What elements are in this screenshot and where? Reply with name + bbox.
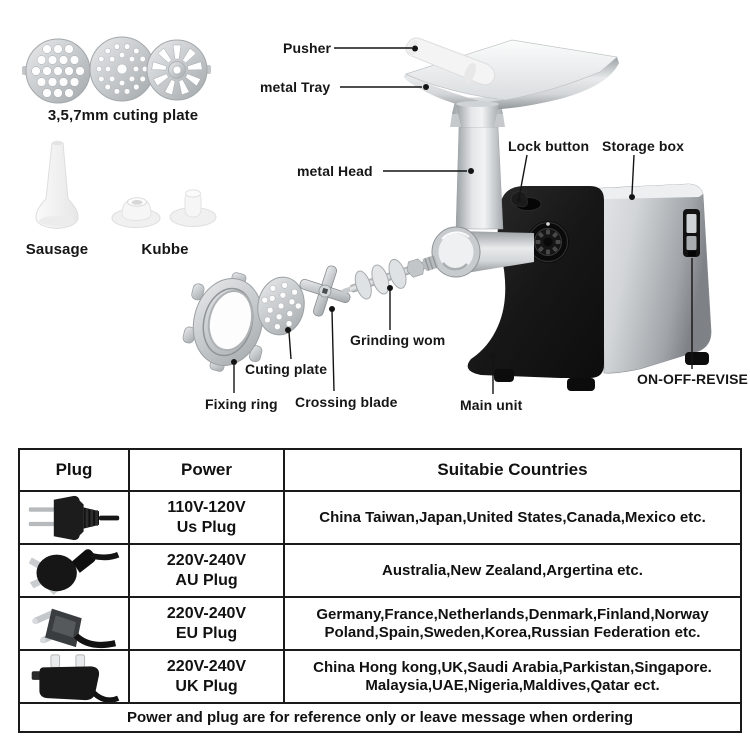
grinder-diagram-art — [22, 36, 712, 394]
power-plug-type: EU Plug — [175, 624, 238, 642]
countries-text: Australia,New Zealand,Argertina etc. — [382, 561, 643, 579]
countries-text: Germany,France,Netherlands,Denmark,Finla… — [316, 605, 709, 623]
grinding-worm-icon — [342, 255, 438, 300]
power-cell: 220V-240V EU Plug — [128, 596, 285, 651]
label-lock-button: Lock button — [508, 138, 590, 154]
leader-lines — [231, 45, 693, 394]
power-plug-type: UK Plug — [175, 677, 238, 695]
label-cuting-plate: Cuting plate — [245, 361, 328, 377]
kubbe-attachment-icon — [111, 189, 217, 228]
header-power: Power — [128, 448, 285, 492]
plug-image-cell — [18, 596, 130, 651]
countries-cell: Australia,New Zealand,Argertina etc. — [283, 543, 742, 598]
label-main-unit: Main unit — [460, 397, 523, 413]
label-on-off-revise: ON-OFF-REVISE — [637, 371, 748, 387]
power-voltage: 220V-240V — [166, 551, 247, 569]
table-row: 220V-240V UK Plug China Hong kong,UK,Sau… — [18, 649, 742, 704]
header-plug: Plug — [18, 448, 130, 492]
table-row: 220V-240V EU Plug Germany,France,Netherl… — [18, 596, 742, 651]
table-header-row: Plug Power Suitabie Countries — [18, 448, 742, 492]
cuting-plate-icon — [257, 276, 305, 336]
us-plug-icon — [28, 495, 120, 540]
power-voltage: 110V-120V — [167, 498, 246, 516]
plug-image-cell — [18, 543, 130, 598]
power-plug-type: Us Plug — [176, 518, 237, 536]
uk-plug-icon — [31, 653, 120, 702]
table-footer-note: Power and plug are for reference only or… — [18, 702, 742, 733]
label-grinding-wom: Grinding wom — [350, 332, 446, 348]
main-unit-icon — [467, 183, 712, 391]
header-suitable-countries: Suitabie Countries — [283, 448, 742, 492]
countries-text: Poland,Spain,Sweden,Korea,Russian Federa… — [324, 623, 701, 641]
head-socket-icon — [527, 221, 569, 263]
countries-text: China Hong kong,UK,Saudi Arabia,Parkista… — [313, 658, 712, 676]
plug-image-cell — [18, 649, 130, 704]
sausage-caption: Sausage — [25, 241, 89, 258]
plates-caption: 3,5,7mm cuting plate — [47, 107, 199, 124]
eu-plug-icon — [32, 608, 117, 648]
countries-text: Malaysia,UAE,Nigeria,Maldives,Qatar ect. — [365, 676, 660, 694]
plug-image-cell — [18, 490, 130, 545]
label-crossing-blade: Crossing blade — [295, 394, 398, 410]
label-metal-head: metal Head — [297, 163, 373, 179]
label-pusher: Pusher — [283, 40, 332, 56]
label-storage-box: Storage box — [602, 138, 685, 154]
countries-text: China Taiwan,Japan,United States,Canada,… — [319, 508, 706, 526]
table-row: 220V-240V AU Plug Australia,New Zealand,… — [18, 543, 742, 598]
au-plug-icon — [28, 548, 120, 595]
countries-cell: Germany,France,Netherlands,Denmark,Finla… — [283, 596, 742, 651]
power-voltage: 220V-240V — [166, 604, 247, 622]
power-cell: 110V-120V Us Plug — [128, 490, 285, 545]
plug-spec-table: Plug Power Suitabie Countries 110V-12 — [18, 448, 742, 733]
crossing-blade-icon — [299, 265, 351, 317]
pusher-icon — [405, 37, 496, 86]
power-switch-icon — [683, 209, 700, 257]
label-fixing-ring: Fixing ring — [205, 396, 278, 412]
power-plug-type: AU Plug — [175, 571, 238, 589]
fixing-ring-icon — [182, 272, 277, 372]
power-cell: 220V-240V UK Plug — [128, 649, 285, 704]
table-row: 110V-120V Us Plug China Taiwan,Japan,Uni… — [18, 490, 742, 545]
kubbe-caption: Kubbe — [141, 241, 189, 258]
cutting-plates-357-icon — [22, 36, 211, 104]
countries-cell: China Taiwan,Japan,United States,Canada,… — [283, 490, 742, 545]
sausage-attachment-icon — [35, 140, 79, 230]
countries-cell: China Hong kong,UK,Saudi Arabia,Parkista… — [283, 649, 742, 704]
label-metal-tray: metal Tray — [260, 79, 331, 95]
table-footer-row: Power and plug are for reference only or… — [18, 702, 742, 733]
power-cell: 220V-240V AU Plug — [128, 543, 285, 598]
power-voltage: 220V-240V — [166, 657, 247, 675]
metal-tray-icon — [403, 39, 619, 127]
